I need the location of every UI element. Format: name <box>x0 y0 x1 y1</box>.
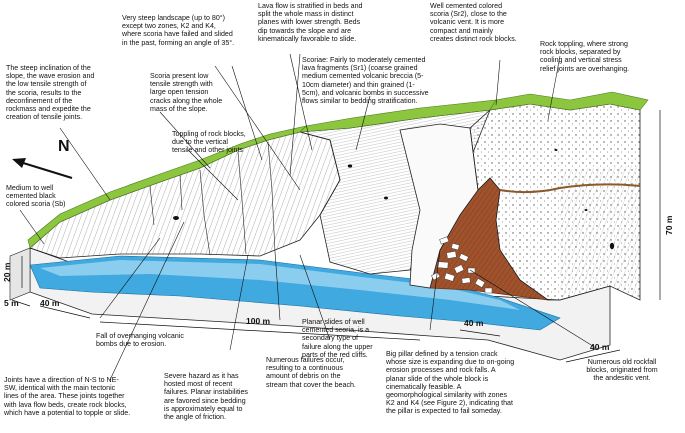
annotation-numerous-failures: Numerous failures occur, resulting to a … <box>266 356 356 389</box>
annotation-rockfall-blocks: Numerous old rockfall blocks, originated… <box>586 358 658 383</box>
dim-40m-mid: 40 m <box>464 318 484 328</box>
annotation-severe-hazard: Severe hazard as it has hosted most of r… <box>164 372 248 422</box>
rockfall-blocks <box>431 236 493 294</box>
dim-40m-left: 40 m <box>40 298 60 308</box>
big-pillar <box>399 123 479 289</box>
north-arrow <box>12 158 73 179</box>
sea-shallow <box>40 260 520 310</box>
dim-70m: 70 m <box>664 215 674 235</box>
annotation-fall-bombs: Fall of overhanging volcanic bombs due t… <box>96 332 184 349</box>
annotation-planar-slides: Planar slides of well cemented scoria, i… <box>302 318 373 359</box>
block-left-face <box>9 247 31 301</box>
annotation-sr2: Well cemented colored scoria (Sr2), clos… <box>430 2 517 43</box>
dim-20m: 20 m <box>2 262 12 282</box>
annotation-scoriae-sr1: Scoriae: Fairly to moderately cemented l… <box>302 56 429 106</box>
volcanic-bombs <box>173 149 615 250</box>
annotation-steep-slope: The steep inclination of the slope, the … <box>6 64 95 122</box>
annotation-scoria-tensile: Scoria present low tensile strength with… <box>150 72 223 113</box>
north-label: N <box>58 138 70 155</box>
dim-40m-right: 40 m <box>590 342 610 352</box>
dim-5m: 5 m <box>4 298 19 308</box>
annotation-lava-flow: Lava flow is stratified in beds and spli… <box>258 2 363 43</box>
annotation-toppling-blocks: Toppling of rock blocks, due to the vert… <box>172 130 246 155</box>
tension-cracks <box>149 141 276 256</box>
annotation-big-pillar: Big pillar defined by a tension crack wh… <box>386 350 515 416</box>
right-cliff-shade <box>560 165 640 300</box>
annotation-black-scoria: Medium to well cemented black colored sc… <box>6 184 66 209</box>
dimension-lines <box>11 110 661 363</box>
annotation-rock-toppling: Rock toppling, where strong rock blocks,… <box>540 40 630 73</box>
vegetation-right <box>489 91 649 111</box>
annotation-very-steep: Very steep landscape (up to 80°) except … <box>122 14 235 47</box>
dim-100m: 100 m <box>246 316 271 326</box>
brown-band-right <box>499 183 641 194</box>
leader-lines <box>19 53 597 381</box>
annotation-joints: Joints have a direction of N-S to NE- SW… <box>4 376 131 417</box>
